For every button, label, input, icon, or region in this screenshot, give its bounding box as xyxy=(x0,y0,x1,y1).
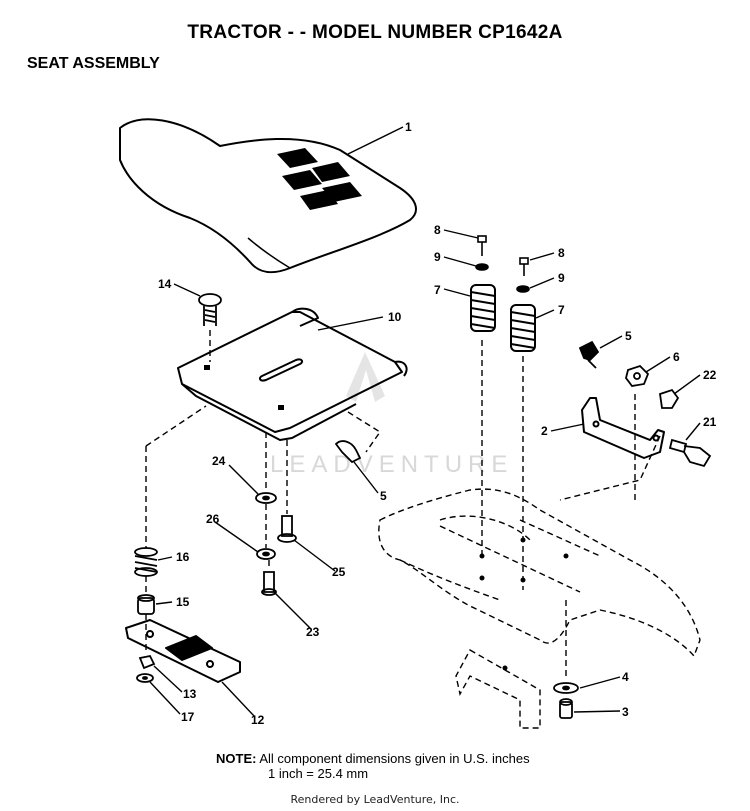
callout-8-right: 8 xyxy=(558,246,565,260)
callout-21: 21 xyxy=(703,415,717,429)
spring-part xyxy=(470,284,536,352)
callout-10: 10 xyxy=(388,310,402,324)
carriage-bolt-part xyxy=(198,293,222,326)
callout-1: 1 xyxy=(405,120,412,134)
callout-17: 17 xyxy=(181,710,195,724)
callout-9-left: 9 xyxy=(434,250,441,264)
seat-pan-part xyxy=(177,307,408,441)
tractor-frame-part xyxy=(145,330,701,729)
section-title: SEAT ASSEMBLY xyxy=(27,55,160,72)
callout-9-right: 9 xyxy=(558,271,565,285)
note-label: NOTE: xyxy=(216,751,257,766)
footer-credit: Rendered by LeadVenture, Inc. xyxy=(290,793,460,806)
callout-3: 3 xyxy=(622,705,629,719)
shoulder-bolt-part xyxy=(668,438,712,468)
callout-12: 12 xyxy=(251,713,265,727)
note-line-2: 1 inch = 25.4 mm xyxy=(268,766,369,781)
callout-23: 23 xyxy=(306,625,320,639)
callout-26: 26 xyxy=(206,512,220,526)
leader-lines xyxy=(149,126,701,718)
callout-25: 25 xyxy=(332,565,346,579)
dimension-note: NOTE: All component dimensions given in … xyxy=(216,751,530,781)
bolt-washer-part xyxy=(475,235,530,293)
watermark-text: LEADVENTURE xyxy=(270,451,513,478)
page-title: TRACTOR - - MODEL NUMBER CP1642A xyxy=(187,22,563,43)
callout-14: 14 xyxy=(158,277,172,291)
callout-8-left: 8 xyxy=(434,223,441,237)
callout-16: 16 xyxy=(176,550,190,564)
washer-bolt-part xyxy=(553,682,579,719)
callout-22: 22 xyxy=(703,368,717,382)
callout-2: 2 xyxy=(541,424,548,438)
callout-5-lower: 5 xyxy=(380,489,387,503)
callout-15: 15 xyxy=(176,595,190,609)
callout-5-upper: 5 xyxy=(625,329,632,343)
watermark: LEADVENTURE xyxy=(270,352,513,478)
seat-part xyxy=(119,118,417,274)
nut-part xyxy=(625,364,680,409)
callout-7-right: 7 xyxy=(558,303,565,317)
bracket-part xyxy=(581,397,665,459)
callout-4: 4 xyxy=(622,670,629,684)
callout-13: 13 xyxy=(183,687,197,701)
callout-labels: 1 2 3 4 5 5 6 7 7 8 8 9 9 10 12 13 14 15… xyxy=(158,120,717,727)
mount-plate-part xyxy=(125,619,241,683)
hardware-part xyxy=(255,492,297,596)
frame-holes xyxy=(479,537,569,671)
callout-7-left: 7 xyxy=(434,283,441,297)
nut-washer-part xyxy=(136,654,156,683)
note-line-1: All component dimensions given in U.S. i… xyxy=(259,751,530,766)
callout-6: 6 xyxy=(673,350,680,364)
clip-part xyxy=(334,340,600,464)
callout-24: 24 xyxy=(212,454,226,468)
